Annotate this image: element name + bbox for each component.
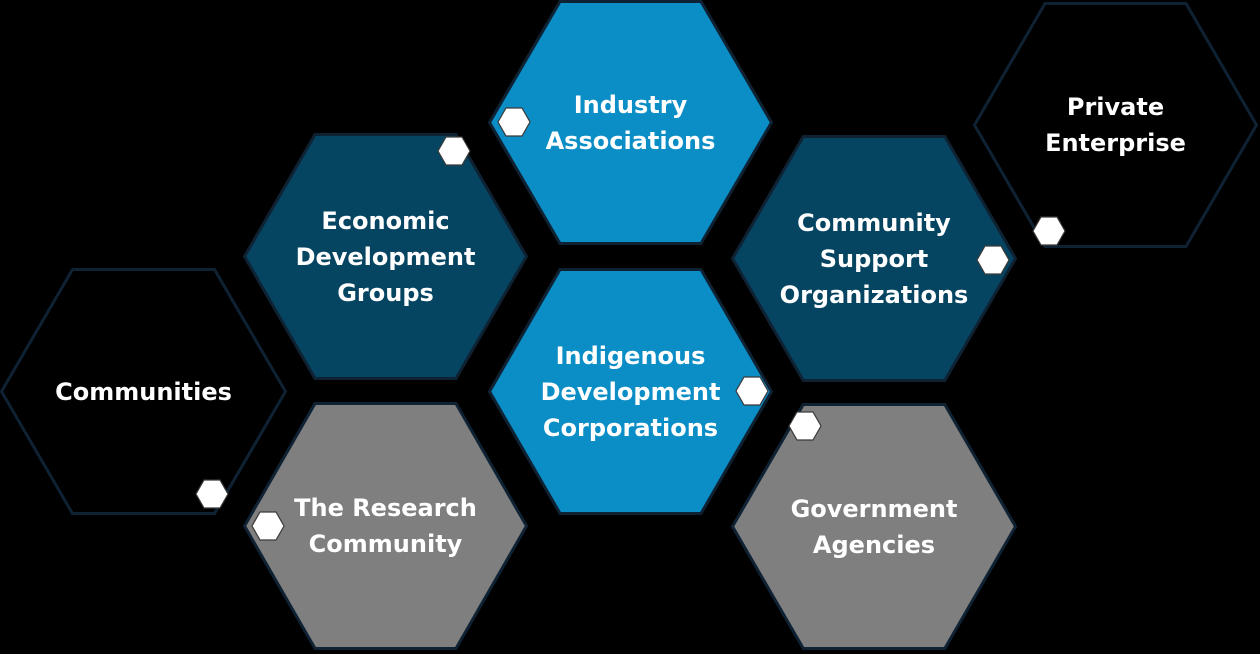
hexagon-government-agencies [730, 403, 1018, 650]
small-hexagon-marker-icon [788, 411, 822, 441]
hexagon-shape [487, 268, 774, 515]
small-hexagon-marker-icon [976, 245, 1010, 275]
small-hexagon-marker-icon [251, 511, 285, 541]
hexagon-shape [0, 268, 288, 515]
small-hexagon-marker-icon [195, 479, 229, 509]
small-hexagon-marker-icon [437, 136, 471, 166]
hexagon-communities [0, 268, 288, 515]
hexagon-the-research-community [242, 402, 529, 650]
hexagon-shape [972, 1, 1259, 248]
hexagon-indigenous-development-corporations [487, 268, 774, 515]
hexagon-shape [487, 0, 774, 245]
hexagon-community-support-organizations [730, 135, 1018, 382]
small-hexagon-marker-icon [735, 376, 769, 406]
small-hexagon-marker-icon [497, 107, 531, 137]
small-hexagon-marker-icon [1032, 216, 1066, 246]
hexagon-shape [730, 403, 1018, 650]
hexagon-shape [242, 133, 529, 380]
hexagon-shape [730, 135, 1018, 382]
hexagon-industry-associations [487, 0, 774, 245]
hexagon-economic-development-groups [242, 133, 529, 380]
hexagon-shape [242, 402, 529, 650]
hexagon-private-enterprise [972, 1, 1259, 248]
